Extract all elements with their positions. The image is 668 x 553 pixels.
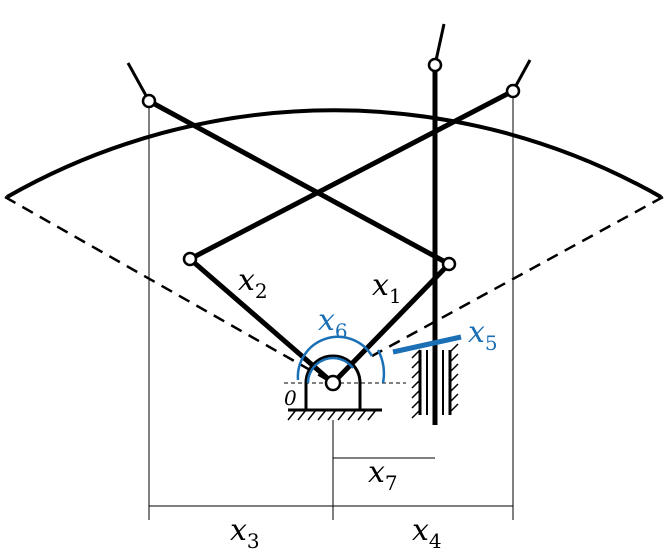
angle-arc-x6-outer xyxy=(376,349,386,384)
pivot-upper-right xyxy=(505,83,521,99)
label-x1: x1 xyxy=(372,268,402,308)
label-x7: x7 xyxy=(368,455,398,495)
label-x5: x5 xyxy=(468,315,498,355)
link-x2 xyxy=(188,257,335,385)
link-upper-right-to-left-knee xyxy=(188,88,515,262)
label-x4: x4 xyxy=(412,513,442,553)
outer-arc xyxy=(6,108,662,199)
link-upper-left-to-right-knee xyxy=(147,98,451,267)
dashed-boundary-right xyxy=(371,195,664,358)
dashed-boundary-left xyxy=(4,195,334,385)
pivot-origin xyxy=(324,374,342,392)
pivot-left-knee xyxy=(182,251,198,267)
pivot-upper-middle xyxy=(427,57,443,73)
angle-arc-x6-left xyxy=(296,335,374,381)
label-x6: x6 xyxy=(318,303,348,343)
label-x2: x2 xyxy=(238,263,268,303)
pivot-upper-left xyxy=(141,93,157,109)
prismatic-guide xyxy=(411,343,459,419)
pivot-right-knee xyxy=(441,256,457,272)
angle-arc-x6-inner xyxy=(306,356,354,384)
slider-bar-x5 xyxy=(392,334,462,355)
label-x3: x3 xyxy=(230,513,260,553)
label-origin: 0 xyxy=(284,386,297,410)
ground-support xyxy=(287,354,382,421)
